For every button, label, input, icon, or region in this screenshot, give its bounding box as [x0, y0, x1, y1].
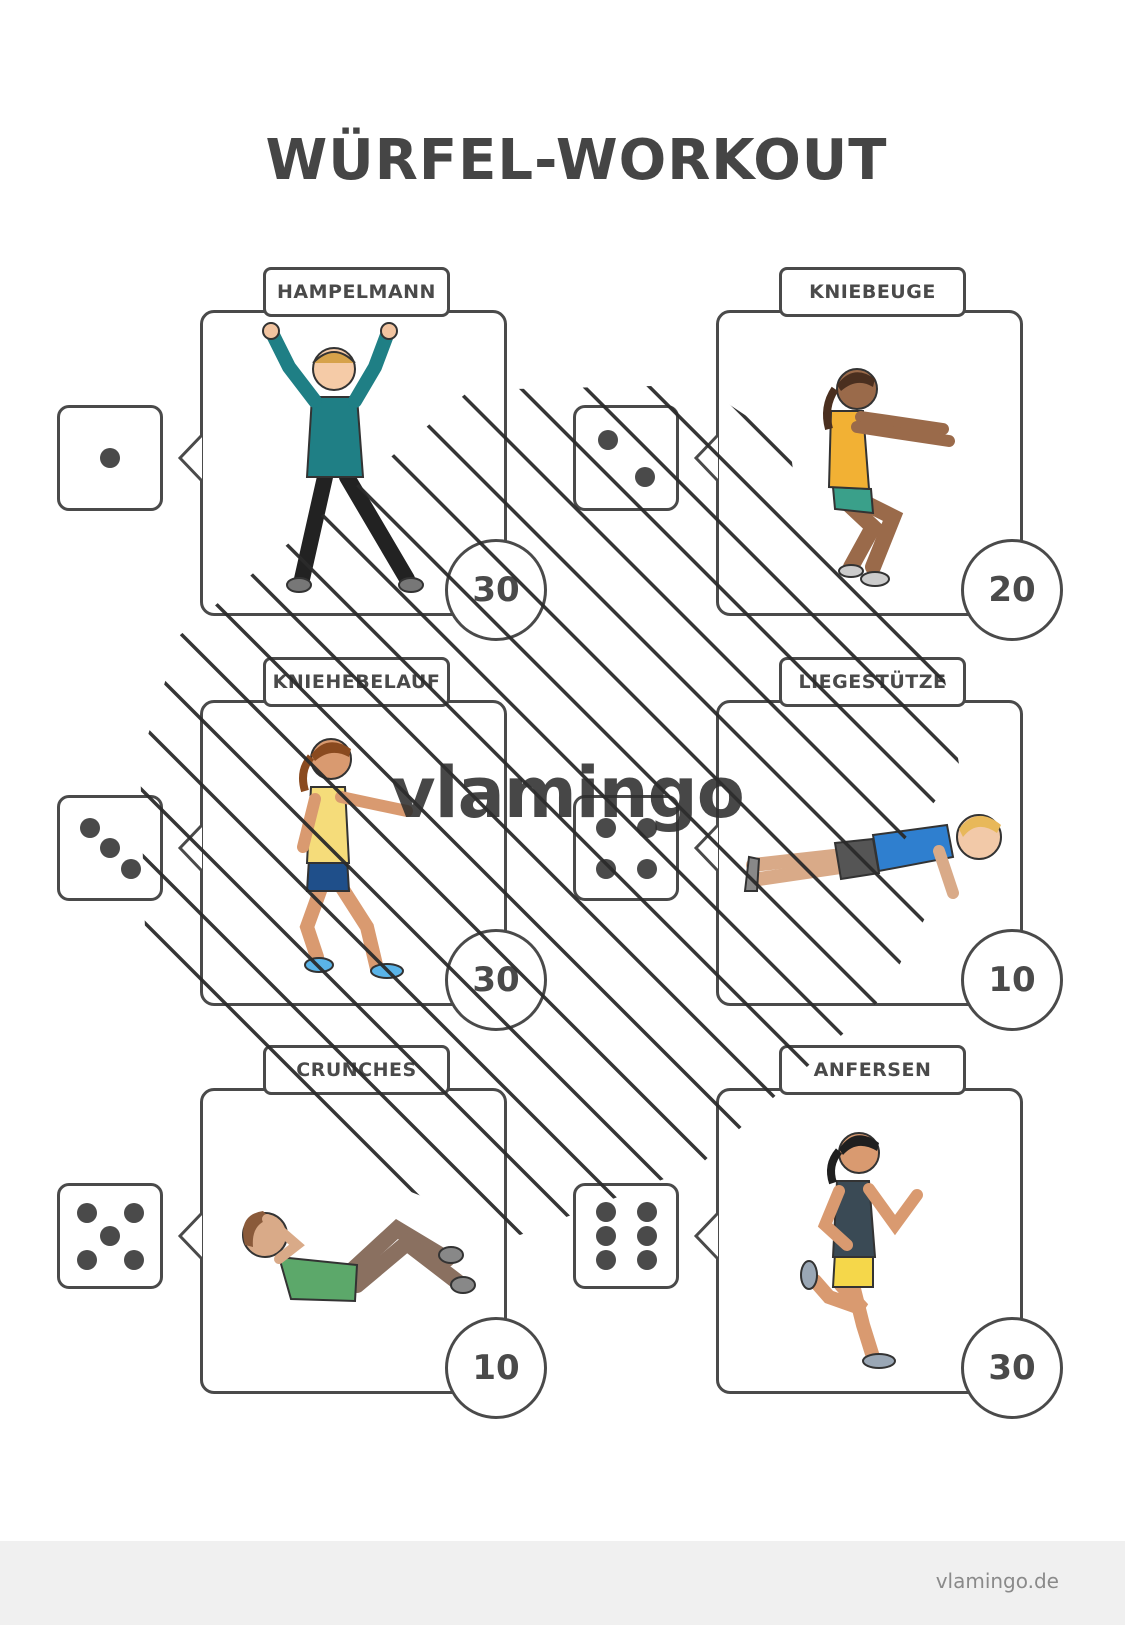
die-face-four — [573, 795, 679, 901]
exercise-name: HAMPELMANN — [263, 267, 450, 317]
exercise-kniebeuge: KNIEBEUGE 20 — [573, 267, 1113, 687]
die-face-one — [57, 405, 163, 511]
reps-badge: 30 — [961, 1317, 1063, 1419]
exercise-anfersen: ANFERSEN 30 — [573, 1045, 1113, 1465]
card-pointer — [177, 823, 204, 873]
footer-bar: vlamingo.de — [0, 1541, 1125, 1625]
exercise-kniehebelauf: KNIEHEBELAUF 30 — [57, 657, 597, 1077]
reps-badge: 30 — [445, 539, 547, 641]
reps-badge: 10 — [961, 929, 1063, 1031]
card-pointer — [693, 1211, 720, 1261]
reps-badge: 10 — [445, 1317, 547, 1419]
footer-site-link[interactable]: vlamingo.de — [935, 1569, 1059, 1593]
die-face-two — [573, 405, 679, 511]
card-pointer — [693, 823, 720, 873]
exercise-crunches: CRUNCHES 10 — [57, 1045, 597, 1465]
exercise-hampelmann: HAMPELMANN 30 — [57, 267, 597, 687]
die-face-six — [573, 1183, 679, 1289]
die-face-five — [57, 1183, 163, 1289]
exercise-name: ANFERSEN — [779, 1045, 966, 1095]
reps-badge: 30 — [445, 929, 547, 1031]
card-pointer — [177, 433, 204, 483]
card-pointer — [693, 433, 720, 483]
reps-badge: 20 — [961, 539, 1063, 641]
exercise-name: KNIEHEBELAUF — [263, 657, 450, 707]
die-face-three — [57, 795, 163, 901]
exercise-name: LIEGESTÜTZE — [779, 657, 966, 707]
exercise-name: KNIEBEUGE — [779, 267, 966, 317]
exercise-name: CRUNCHES — [263, 1045, 450, 1095]
page-title: WÜRFEL-WORKOUT — [265, 128, 888, 193]
exercise-liegestuetze: LIEGESTÜTZE 10 — [573, 657, 1113, 1077]
card-pointer — [177, 1211, 204, 1261]
